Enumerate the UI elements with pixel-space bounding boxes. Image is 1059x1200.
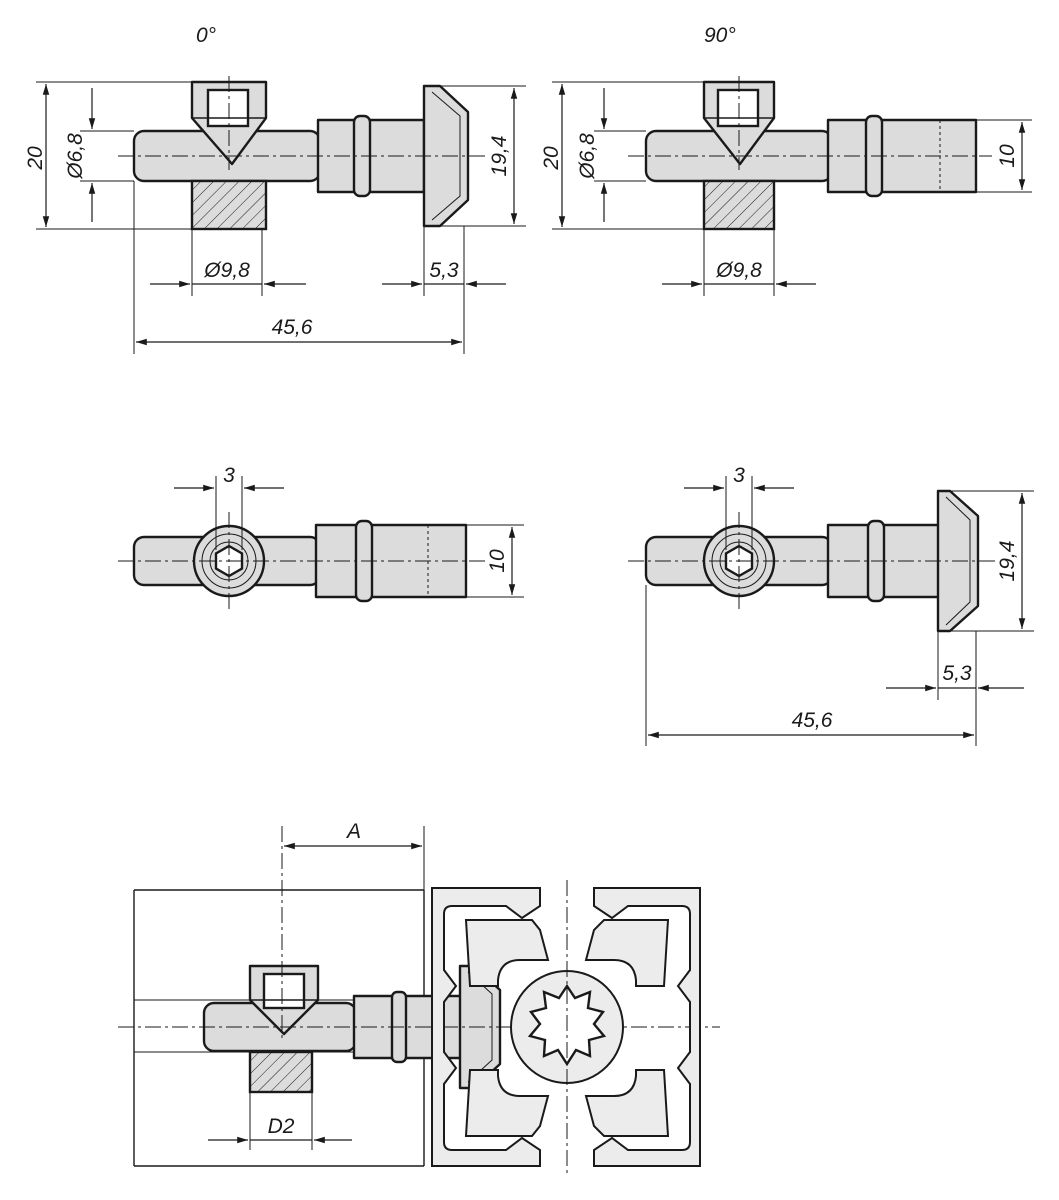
dim-head-height: 19,4 — [488, 136, 511, 177]
view-bottom-assembly: A D2 — [118, 820, 720, 1176]
dim-height-20: 20 — [24, 146, 47, 171]
dim-total-length-right: 45,6 — [792, 709, 833, 732]
dim-bore-diameter-90: Ø9,8 — [715, 259, 762, 282]
view-top-right: 90° 20 Ø6,8 10 Ø9,8 — [540, 24, 1032, 296]
dim-a: A — [345, 820, 361, 843]
view-middle-right: 3 19,4 5,3 45,6 — [628, 464, 1034, 746]
dim-end-diameter-90: 10 — [996, 144, 1019, 168]
dim-head-width-right: 5,3 — [942, 662, 972, 685]
angle-label-90: 90° — [704, 24, 736, 47]
dim-shaft-diameter: Ø6,8 — [64, 133, 87, 180]
view-middle-left: 3 10 — [118, 464, 524, 610]
view-top-left: 0° 20 Ø6,8 19,4 — [24, 24, 526, 354]
dim-shaft-diameter-90: Ø6,8 — [576, 133, 599, 180]
dim-hex-size-right: 3 — [733, 464, 745, 487]
dim-height-20-90: 20 — [540, 146, 563, 171]
dim-head-height-right: 19,4 — [996, 541, 1019, 582]
dim-end-diameter-mid: 10 — [486, 549, 509, 573]
angle-label-0: 0° — [196, 24, 216, 47]
dim-bore-diameter: Ø9,8 — [203, 259, 250, 282]
dim-hex-size: 3 — [223, 464, 235, 487]
dim-head-width: 5,3 — [429, 259, 459, 282]
dim-total-length: 45,6 — [272, 316, 313, 339]
dim-d2: D2 — [268, 1115, 295, 1138]
